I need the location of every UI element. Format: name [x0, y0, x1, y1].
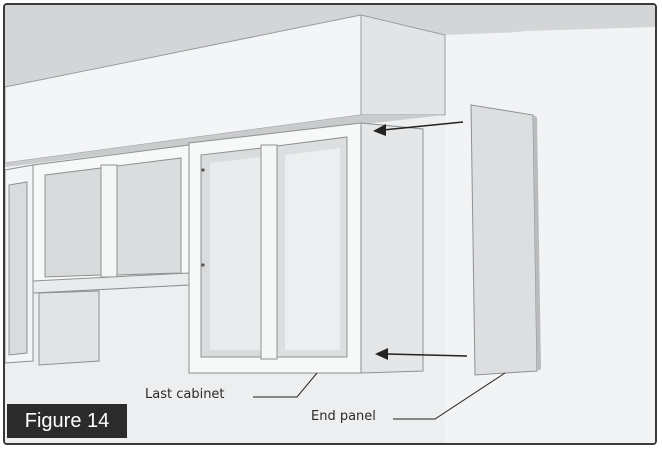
hinge-dot-top — [201, 168, 205, 172]
arrow-to-bottom-corner — [386, 353, 468, 357]
left-cabinet-opening — [8, 181, 28, 356]
figure-frame: Last cabinet End panel — [3, 3, 657, 445]
last-cabinet-side — [360, 122, 424, 374]
hinge-dot-bottom — [201, 263, 205, 267]
arrowhead-top — [373, 124, 386, 136]
middle-cabinet-opening-right — [116, 157, 182, 276]
figure-label: Figure 14 — [7, 404, 127, 438]
end-panel-leader-line — [393, 372, 506, 420]
last-cabinet-interior-right — [285, 148, 340, 350]
last-cabinet-interior-left — [210, 157, 261, 350]
middle-cabinet-stile — [100, 164, 118, 278]
last-cabinet-callout: Last cabinet — [145, 387, 225, 402]
lower-box — [38, 290, 100, 366]
arrow-to-top-corner — [382, 121, 464, 131]
end-panel-callout: End panel — [311, 409, 376, 424]
middle-cabinet-opening-left — [44, 167, 102, 278]
end-panel — [470, 104, 538, 376]
last-cabinet-leader-line — [253, 372, 318, 398]
cabinet-illustration — [5, 5, 655, 443]
last-cabinet-stile — [260, 144, 278, 360]
arrowhead-bottom — [375, 348, 388, 360]
end-panel-edge — [533, 115, 541, 371]
